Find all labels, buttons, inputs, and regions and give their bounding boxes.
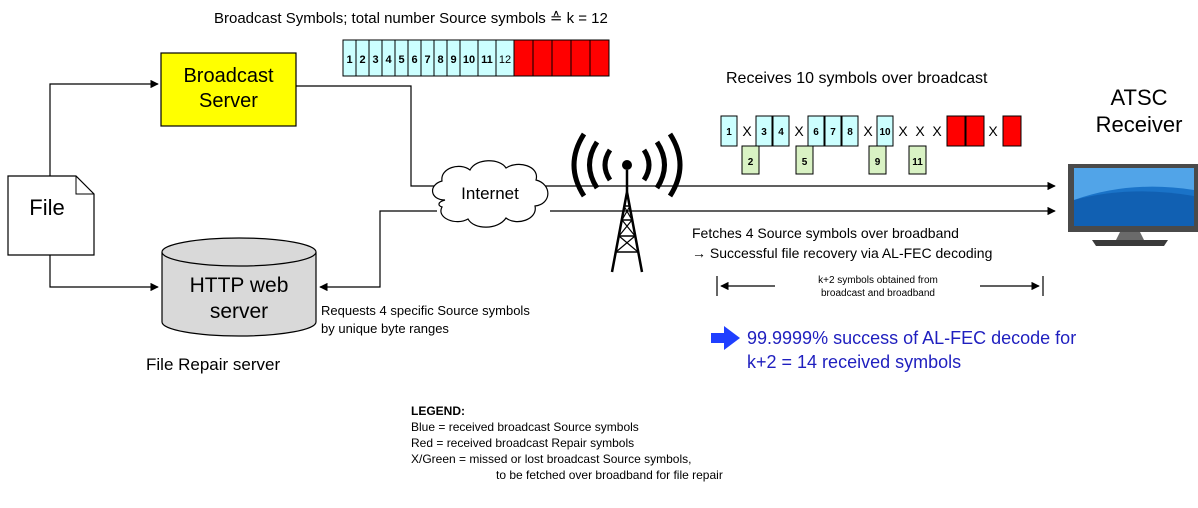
repair-symbol (513, 39, 534, 77)
internet-label: Internet (461, 184, 519, 203)
repair-symbol (589, 39, 610, 77)
fetched-symbol (908, 145, 927, 175)
missed-symbol-mark: X (742, 123, 752, 139)
source-symbol-label: 8 (437, 54, 443, 66)
legend-line: X/Green = missed or lost broadcast Sourc… (411, 452, 692, 466)
missed-symbol-mark: X (915, 123, 925, 139)
repair-symbol (551, 39, 572, 77)
source-symbol-label: 10 (463, 54, 475, 66)
repair-symbol (1002, 115, 1022, 147)
source-symbol-label: 4 (385, 54, 392, 66)
source-symbol-label: 1 (346, 54, 352, 66)
source-symbol-label: 11 (481, 54, 493, 66)
received-source-symbol (824, 115, 842, 147)
legend-line: to be fetched over broadband for file re… (496, 468, 723, 482)
tv-receiver-icon (1068, 164, 1198, 246)
tower-icon (571, 132, 683, 273)
received-source-symbol (807, 115, 825, 147)
fetched-symbol (795, 145, 814, 175)
missed-symbol-mark: X (932, 123, 942, 139)
fetched-symbol-label: 5 (802, 157, 808, 168)
received-source-symbol-label: 8 (847, 127, 853, 138)
http-server-cylinder (161, 237, 317, 337)
file-repair-caption: File Repair server (146, 355, 281, 374)
repair-symbol (946, 115, 966, 147)
success-arrow-icon (711, 326, 740, 350)
received-title: Receives 10 symbols over broadcast (726, 70, 988, 87)
repair-symbol (532, 39, 553, 77)
source-symbol-label: 9 (450, 54, 456, 66)
source-symbol-label: 6 (411, 54, 417, 66)
legend: LEGEND: Blue = received broadcast Source… (411, 403, 723, 483)
internet-cloud (432, 160, 549, 228)
fetched-symbol-label: 9 (875, 157, 881, 168)
missed-symbol-mark: X (794, 123, 804, 139)
received-source-symbol-label: 3 (761, 127, 767, 138)
received-source-symbol (772, 115, 790, 147)
broadband-text: Fetches 4 Source symbols over broadband→… (692, 225, 993, 261)
received-source-symbol-label: 6 (813, 127, 819, 138)
received-source-symbol-label: 1 (726, 127, 732, 138)
file-shape (7, 175, 95, 256)
fetched-symbol-label: 2 (748, 157, 754, 168)
received-source-symbol-label: 10 (879, 127, 891, 138)
source-symbol-label: 7 (424, 54, 430, 66)
received-source-symbol-label: 7 (830, 127, 836, 138)
source-symbol-label: 3 (372, 54, 378, 66)
missed-symbol-mark: X (988, 123, 998, 139)
received-source-symbol (755, 115, 773, 147)
source-symbol-label: 2 (359, 54, 365, 66)
fetched-symbol (741, 145, 760, 175)
repair-symbol (965, 115, 985, 147)
legend-line: Blue = received broadcast Source symbols (411, 420, 639, 434)
received-source-symbol-label: 4 (778, 127, 784, 138)
received-source-symbol (720, 115, 738, 147)
fetched-symbol-label: 11 (912, 157, 923, 168)
source-symbol-label: 12 (499, 54, 511, 66)
broadcast-path-line (296, 85, 1056, 191)
missed-symbol-mark: X (863, 123, 873, 139)
broadcast-symbols-title: Broadcast Symbols; total number Source s… (214, 10, 608, 27)
legend-line: Red = received broadcast Repair symbols (411, 436, 635, 450)
legend-title: LEGEND: (411, 404, 465, 418)
file-label: File (29, 195, 65, 220)
broadcast-server-box (160, 52, 297, 127)
source-symbol-label: 5 (398, 54, 404, 66)
received-source-symbol (841, 115, 859, 147)
missed-symbol-mark: X (898, 123, 908, 139)
file-to-broadcast-arrow (49, 79, 159, 176)
repair-symbol (570, 39, 591, 77)
broadband-symbol-strip: 2 5 9 11 (741, 145, 927, 175)
file-to-http-arrow (49, 255, 159, 292)
fetched-symbol (868, 145, 887, 175)
internet-to-http-arrow (319, 210, 437, 292)
